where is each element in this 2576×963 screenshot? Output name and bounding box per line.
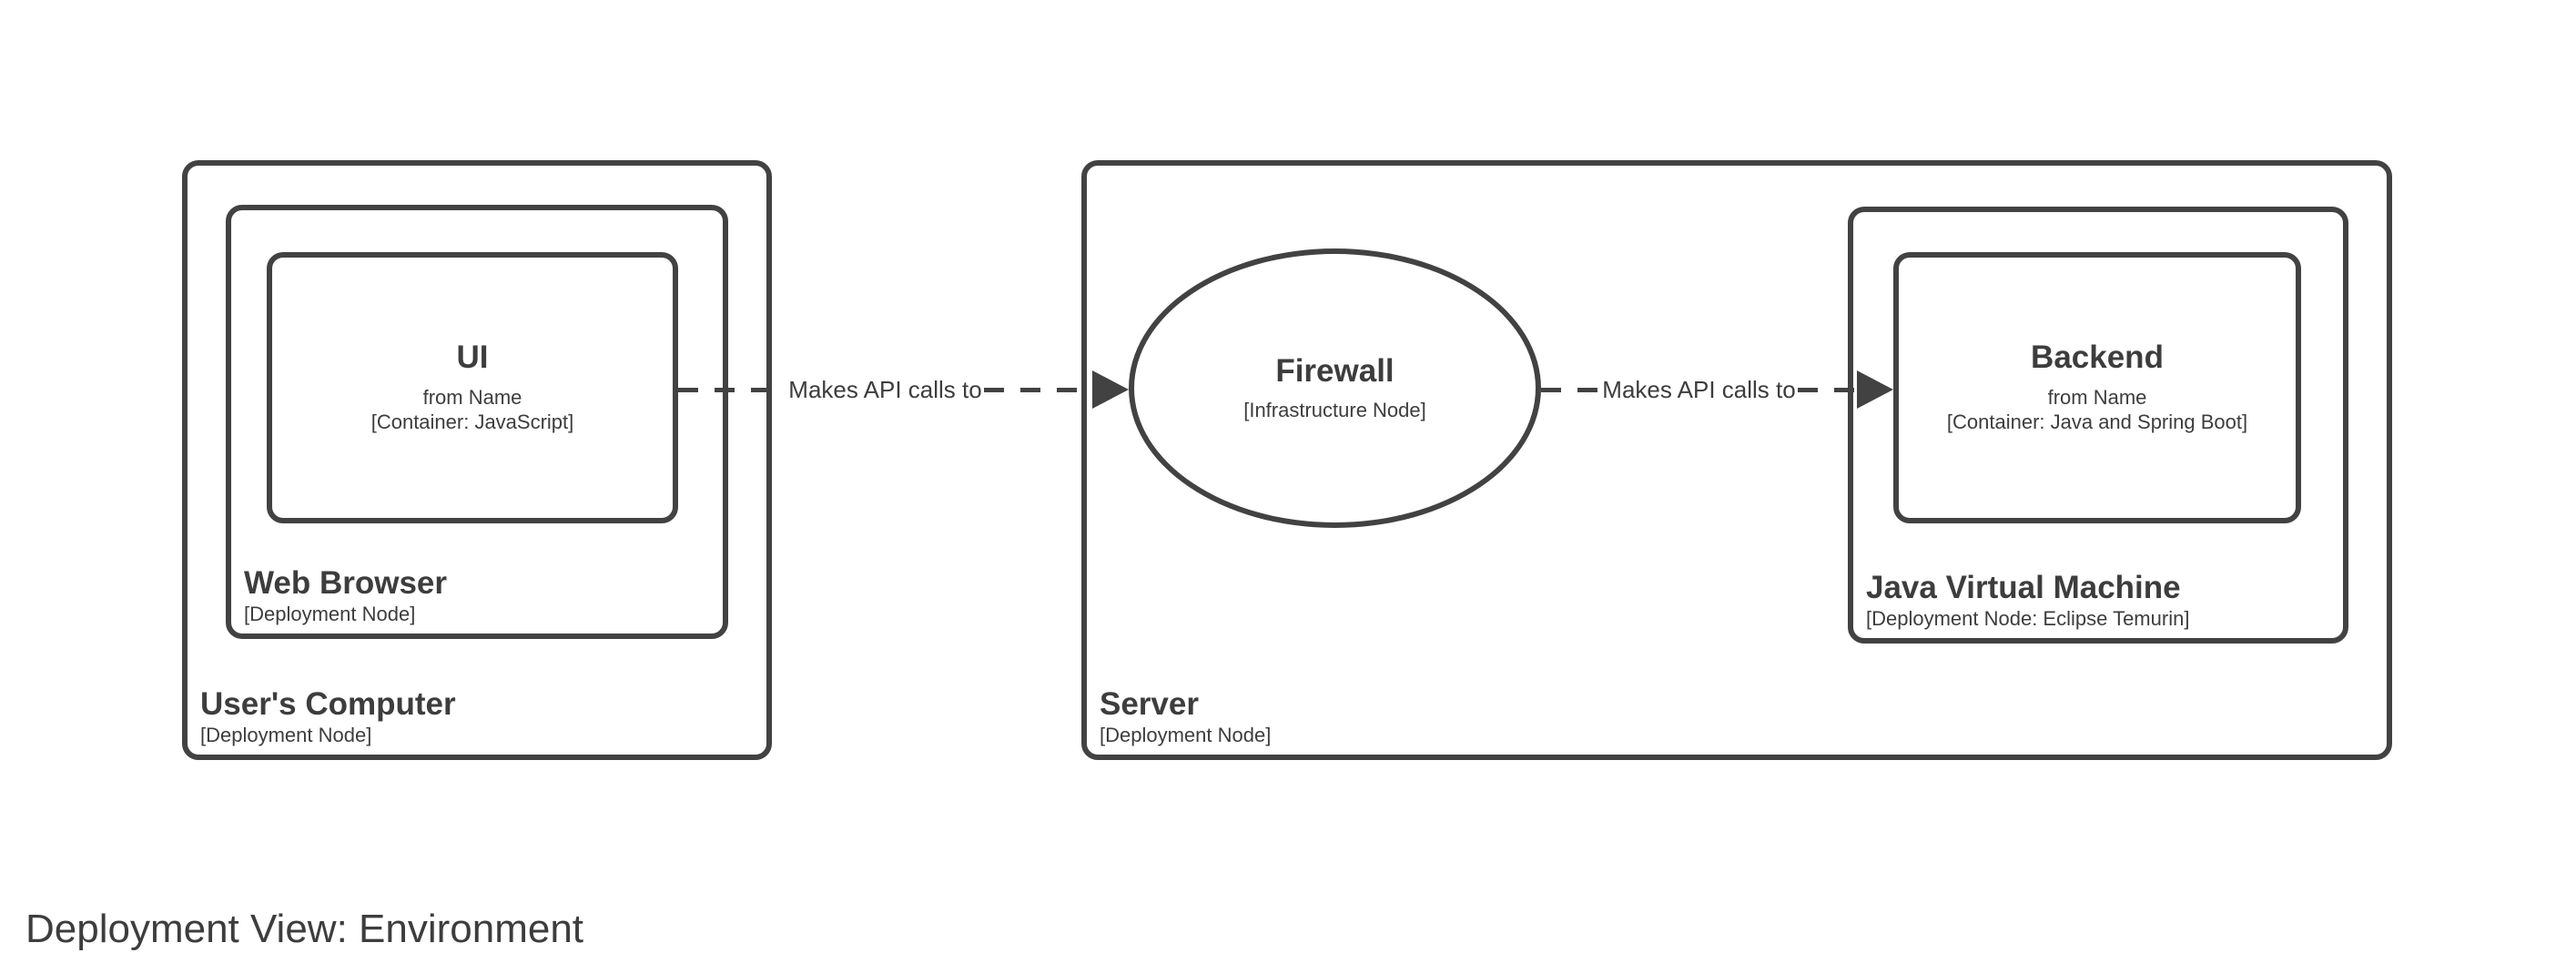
node-firewall-meta: [Infrastructure Node] [1243,399,1426,421]
relationship-firewall-to-backend: Makes API calls to [1541,369,1894,411]
node-firewall: Firewall [Infrastructure Node] [1129,248,1541,528]
node-ui-subtitle: from Name [422,385,522,409]
node-users-computer-meta: [Deployment Node] [200,723,372,746]
node-server: Firewall [Infrastructure Node] Backend f… [1081,160,2392,760]
node-users-computer-label: User's Computer [Deployment Node] [200,686,456,747]
node-ui-title: UI [456,340,489,376]
node-backend-title: Backend [2031,340,2164,376]
node-users-computer: UI from Name [Container: JavaScript] Web… [182,160,772,760]
node-backend-meta: [Container: Java and Spring Boot] [1946,411,2248,434]
node-ui: UI from Name [Container: JavaScript] [267,252,678,523]
relationship-label: Makes API calls to [788,375,982,403]
dashed-line [983,387,1093,392]
node-web-browser-title: Web Browser [244,565,448,602]
node-server-title: Server [1100,686,1199,723]
dashed-line [1541,387,1601,392]
arrowhead-icon [1857,370,1894,409]
node-web-browser: UI from Name [Container: JavaScript] Web… [226,205,728,639]
node-jvm-title: Java Virtual Machine [1866,570,2181,606]
arrowhead-icon [1092,370,1130,409]
dashed-line [678,387,787,392]
node-jvm: Backend from Name [Container: Java and S… [1848,207,2348,644]
node-server-meta: [Deployment Node] [1100,723,1272,746]
node-server-label: Server [Deployment Node] [1100,686,1271,747]
diagram-title: Deployment View: Environment [25,907,584,951]
node-firewall-title: Firewall [1275,352,1394,389]
node-ui-meta: [Container: JavaScript] [370,411,574,434]
node-web-browser-meta: [Deployment Node] [244,602,416,625]
node-jvm-meta: [Deployment Node: Eclipse Temurin] [1866,606,2190,630]
node-backend: Backend from Name [Container: Java and S… [1893,252,2301,523]
relationship-label: Makes API calls to [1602,375,1796,403]
node-web-browser-label: Web Browser [Deployment Node] [244,565,447,626]
node-backend-subtitle: from Name [2047,385,2147,409]
relationship-ui-to-firewall: Makes API calls to [678,369,1130,411]
node-jvm-label: Java Virtual Machine [Deployment Node: E… [1866,570,2189,631]
node-users-computer-title: User's Computer [200,686,456,723]
dashed-line [1797,387,1858,392]
